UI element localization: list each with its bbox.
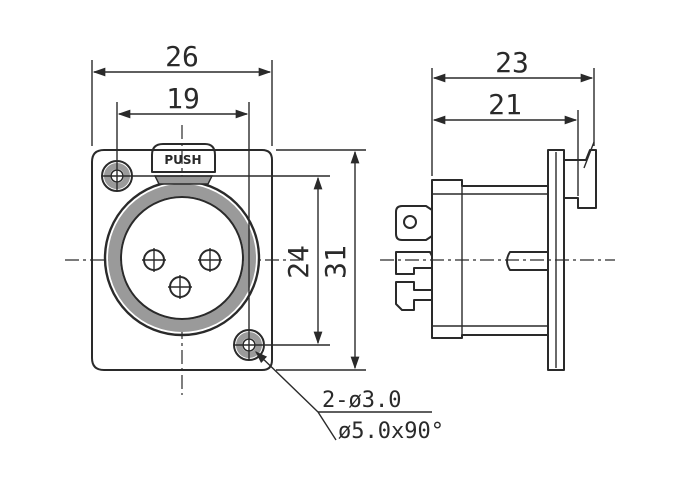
dimension-31: 31 — [276, 149, 366, 371]
dimension-24: 24 — [132, 175, 330, 346]
front-ring-band — [108, 184, 256, 332]
hole-callout-line2: ø5.0x90° — [338, 419, 444, 444]
mounting-hole-top-left — [101, 160, 133, 192]
solder-tab-middle — [395, 251, 433, 275]
side-latch — [563, 149, 597, 209]
push-latch: PUSH — [151, 143, 216, 185]
dimension-23: 23 — [431, 46, 595, 176]
dimension-26: 26 — [91, 40, 273, 146]
push-label: PUSH — [164, 153, 201, 167]
front-view: PUSH 26 19 — [65, 40, 444, 444]
dim-26-label: 26 — [165, 40, 199, 73]
dimension-19: 19 — [116, 82, 250, 330]
front-flange — [91, 149, 273, 371]
contact-pin-2 — [198, 248, 222, 272]
dim-31-label: 31 — [319, 245, 352, 279]
hole-callout-line1: 2-ø3.0 — [322, 388, 401, 413]
front-inner-ring — [120, 196, 244, 320]
contact-pin-3 — [168, 275, 192, 299]
dim-19-label: 19 — [166, 82, 200, 115]
solder-tab-top — [395, 205, 433, 241]
hole-callout: 2-ø3.0 ø5.0x90° — [255, 351, 444, 444]
dimension-21: 21 — [432, 88, 579, 196]
solder-tab-bottom — [395, 281, 433, 311]
contact-pin-1 — [142, 248, 166, 272]
dim-24-label: 24 — [282, 245, 315, 279]
side-contact-pin — [506, 251, 549, 271]
dim-23-label: 23 — [495, 46, 529, 79]
dim-21-label: 21 — [488, 88, 522, 121]
side-body — [431, 179, 549, 339]
side-view: 23 21 — [380, 46, 615, 371]
